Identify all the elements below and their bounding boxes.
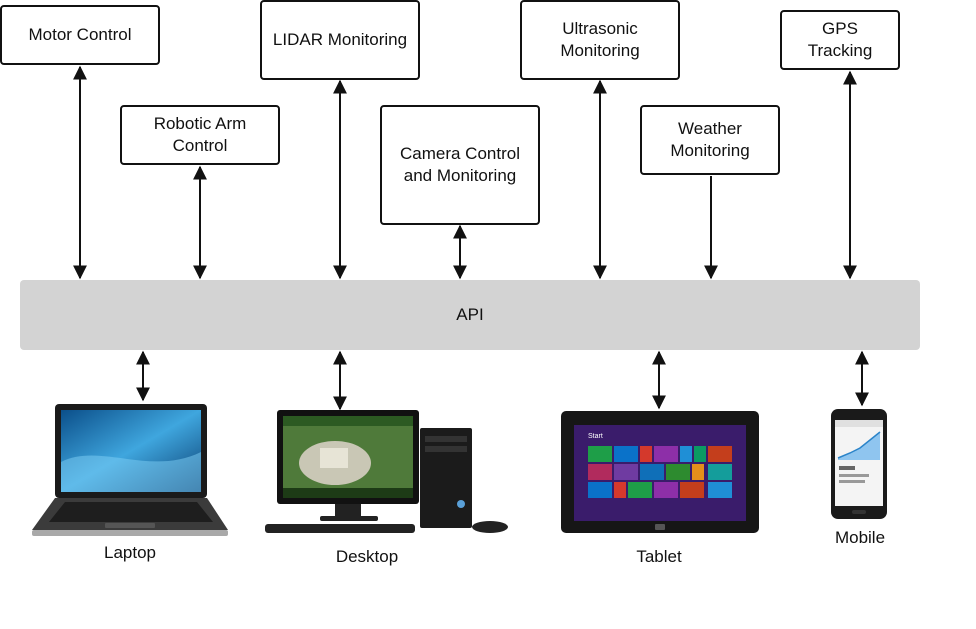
laptop-image <box>32 404 228 536</box>
desktop-label: Desktop <box>335 547 399 566</box>
mobile-image <box>831 409 887 519</box>
motor-control-box: Motor Control <box>0 5 160 65</box>
tablet-tiles <box>588 446 732 498</box>
laptop-label: Laptop <box>104 543 156 562</box>
ultrasonic-monitoring-box: Ultrasonic Monitoring <box>520 0 680 80</box>
api-bar: API <box>20 280 920 350</box>
lidar-monitoring-box: LIDAR Monitoring <box>260 0 420 80</box>
api-label: API <box>456 305 484 324</box>
camera-control-box: Camera Control and Monitoring <box>380 105 540 225</box>
gps-tracking-box: GPS Tracking <box>780 10 900 70</box>
weather-monitoring-box: Weather Monitoring <box>640 105 780 175</box>
tablet-start-text: Start <box>588 433 603 440</box>
robotic-arm-control-box: Robotic Arm Control <box>120 105 280 165</box>
mobile-label: Mobile <box>834 528 886 547</box>
tablet-label: Tablet <box>636 547 682 566</box>
desktop-image <box>265 410 508 533</box>
tablet-image: Start <box>561 411 759 533</box>
